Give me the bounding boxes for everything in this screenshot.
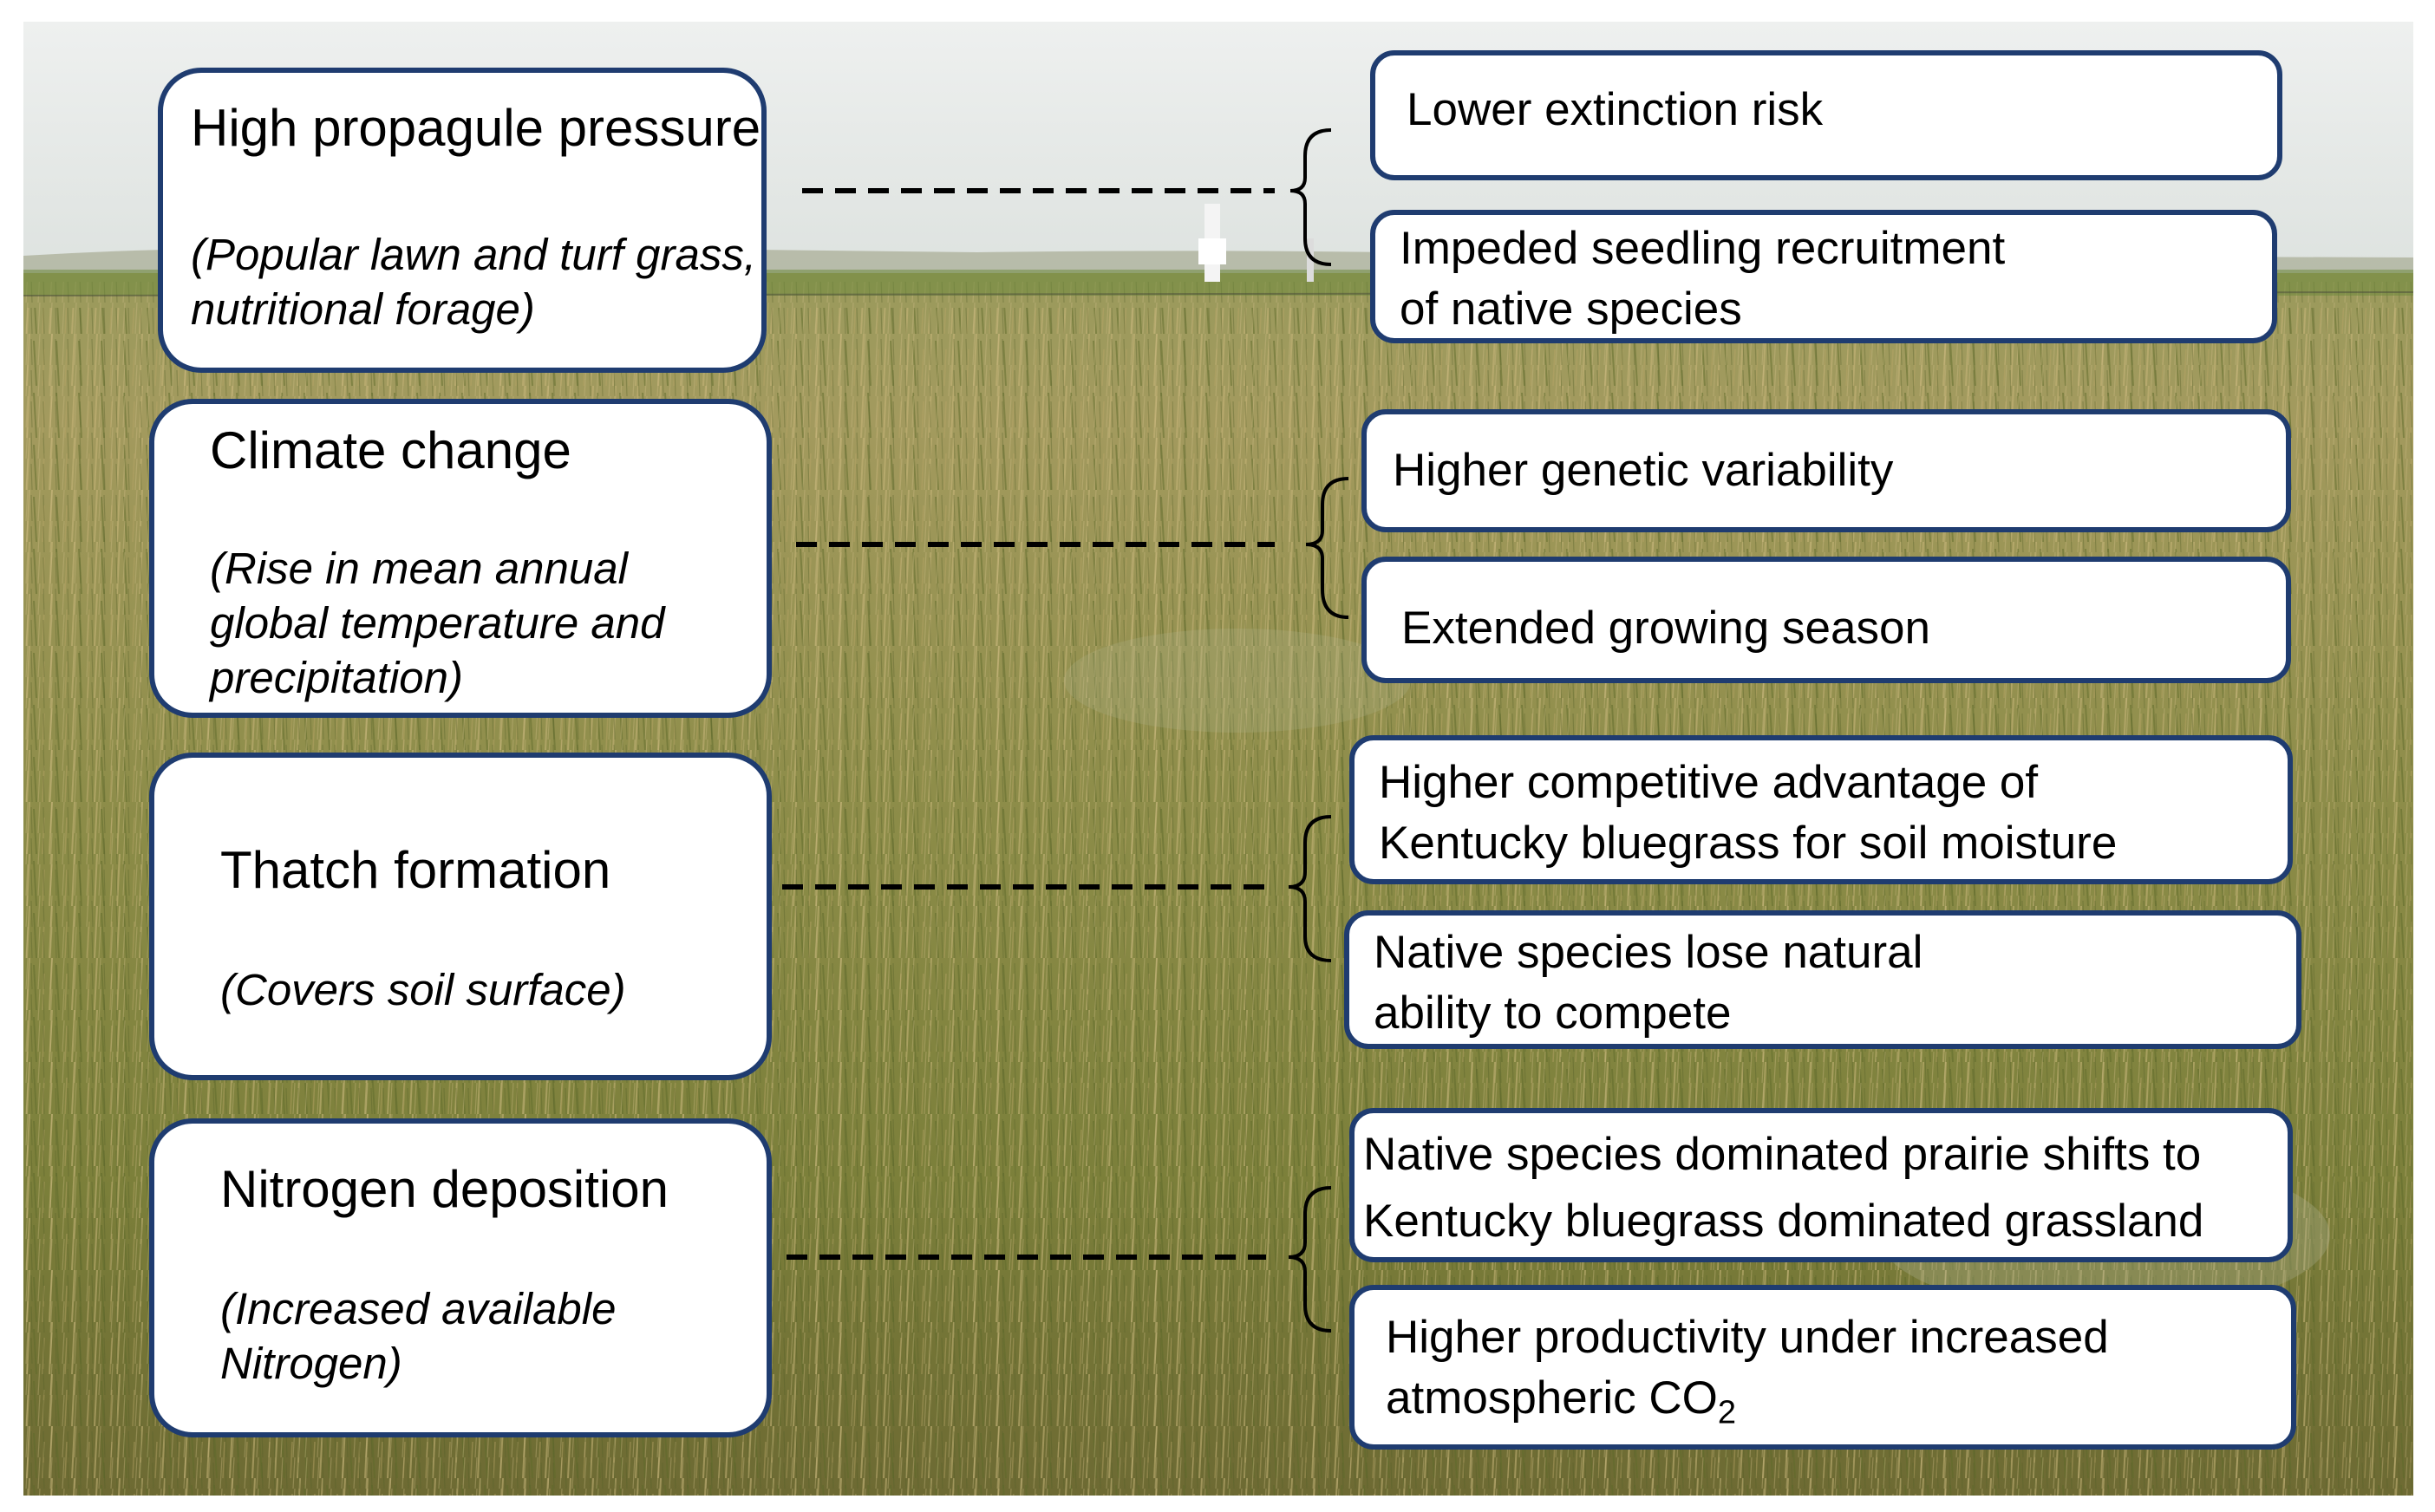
effect-line: of native species xyxy=(1400,283,1742,335)
driver-subtitle: (Covers soil surface) xyxy=(220,965,626,1014)
driver-title: High propagule pressure xyxy=(191,99,761,157)
driver-box-climate-change: Climate change (Rise in mean annual glob… xyxy=(149,399,772,718)
effect-box-higher-productivity-co2: Higher productivity under increased atmo… xyxy=(1349,1285,2296,1450)
effect-line: Native species dominated prairie shifts … xyxy=(1363,1129,2202,1180)
effect-box-impeded-seedling-recruitment: Impeded seedling recruitment of native s… xyxy=(1370,210,2277,343)
effect-line: Lower extinction risk xyxy=(1407,84,1824,135)
effect-line: Impeded seedling recruitment xyxy=(1400,223,2006,274)
effect-line: Higher productivity under increased xyxy=(1386,1312,2109,1363)
driver-subtitle: (Popular lawn and turf grass, nutritiona… xyxy=(191,230,756,335)
effect-box-native-species-lose-ability: Native species lose natural ability to c… xyxy=(1344,910,2301,1049)
driver-box-nitrogen-deposition: Nitrogen deposition (Increased available… xyxy=(149,1118,772,1437)
effect-line: Native species lose natural xyxy=(1374,927,1923,978)
driver-subtitle: (Increased available Nitrogen) xyxy=(220,1284,617,1389)
effect-line: Higher competitive advantage of xyxy=(1379,757,2039,808)
effect-box-prairie-shift: Native species dominated prairie shifts … xyxy=(1349,1108,2293,1262)
effect-box-lower-extinction-risk: Lower extinction risk xyxy=(1370,50,2282,180)
effect-line: ability to compete xyxy=(1374,987,1732,1039)
effect-line: Higher genetic variability xyxy=(1393,445,1894,496)
effect-box-extended-growing-season: Extended growing season xyxy=(1361,557,2291,683)
driver-box-thatch-formation: Thatch formation (Covers soil surface) xyxy=(149,753,772,1080)
driver-title: Climate change xyxy=(210,421,571,479)
effect-line: Kentucky bluegrass dominated grassland xyxy=(1363,1195,2204,1247)
effect-line: atmospheric CO2 xyxy=(1386,1372,1737,1431)
driver-title: Nitrogen deposition xyxy=(220,1160,669,1218)
effect-line: Extended growing season xyxy=(1401,603,1930,654)
effect-box-competitive-advantage: Higher competitive advantage of Kentucky… xyxy=(1349,735,2293,884)
driver-title: Thatch formation xyxy=(220,841,611,899)
driver-box-propagule-pressure: High propagule pressure (Popular lawn an… xyxy=(158,68,767,373)
effect-line: Kentucky bluegrass for soil moisture xyxy=(1379,817,2118,869)
effect-box-higher-genetic-variability: Higher genetic variability xyxy=(1361,409,2291,532)
driver-subtitle: (Rise in mean annual global temperature … xyxy=(210,544,665,703)
